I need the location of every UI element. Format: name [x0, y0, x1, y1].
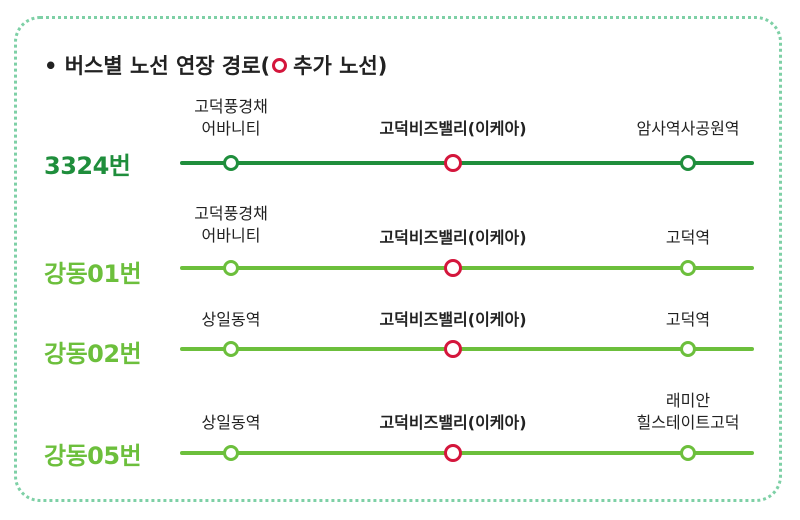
route-line: [180, 161, 754, 165]
end-stop-marker: [680, 260, 696, 276]
new-stop-legend-icon: [272, 57, 288, 73]
new-stop-marker: [444, 259, 462, 277]
new-stop-label: 고덕비즈밸리(이케아): [379, 119, 527, 138]
heading-prefix: • 버스별 노선 연장 경로(: [44, 54, 271, 78]
new-stop-marker: [444, 154, 462, 172]
new-stop-label: 고덕비즈밸리(이케아): [379, 413, 527, 432]
end-stop-label: 암사역사공원역: [636, 119, 740, 138]
end-stop-marker: [680, 155, 696, 171]
route-line: [180, 266, 754, 270]
start-stop-marker: [223, 341, 239, 357]
new-stop-label: 고덕비즈밸리(이케아): [379, 228, 527, 247]
route-line: [180, 347, 754, 351]
diagram-heading: • 버스별 노선 연장 경로( 추가 노선): [44, 50, 387, 80]
new-stop-marker: [444, 340, 462, 358]
start-stop-marker: [223, 260, 239, 276]
start-stop-label: 상일동역: [201, 310, 261, 329]
end-stop-label: 고덕역: [665, 228, 711, 247]
route-name: 강동05번: [44, 442, 142, 470]
diagram-border: [14, 16, 782, 502]
heading-suffix: 추가 노선): [293, 54, 388, 78]
route-name: 강동02번: [44, 340, 142, 368]
new-stop-marker: [444, 444, 462, 462]
end-stop-marker: [680, 445, 696, 461]
route-line: [180, 451, 754, 455]
route-name: 강동01번: [44, 260, 142, 288]
start-stop-marker: [223, 155, 239, 171]
start-stop-marker: [223, 445, 239, 461]
new-stop-label: 고덕비즈밸리(이케아): [379, 310, 527, 329]
route-name: 3324번: [44, 152, 131, 180]
start-stop-label: 상일동역: [201, 413, 261, 432]
end-stop-marker: [680, 341, 696, 357]
end-stop-label: 고덕역: [665, 310, 711, 329]
